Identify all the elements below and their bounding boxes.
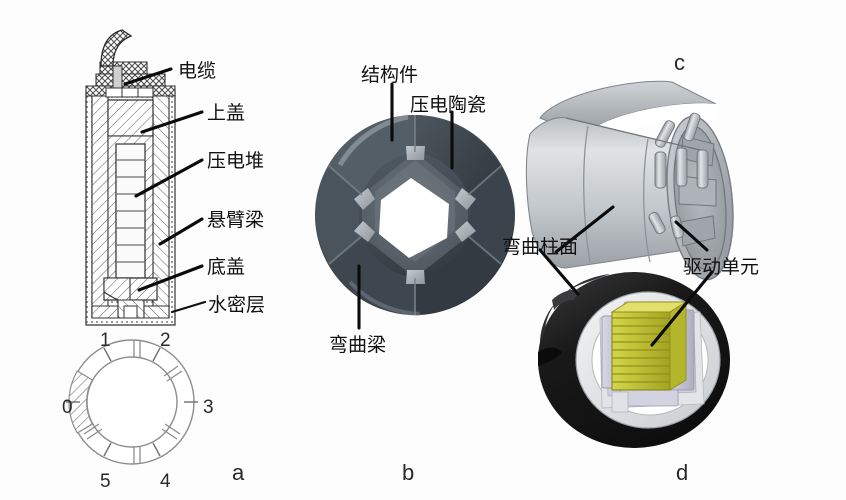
panel-letter-a: a	[232, 460, 245, 485]
ring-segment-number-2: 2	[160, 330, 171, 351]
label-piezo-ceramic: 压电陶瓷	[410, 94, 487, 116]
label-watertight-layer: 水密层	[208, 294, 266, 316]
ring-segment-number-0: 0	[62, 397, 73, 418]
panel-a-segment-ring	[66, 339, 198, 465]
panel-b-leaders	[357, 82, 454, 330]
panel-c-leaders	[554, 205, 709, 254]
label-structural-member: 结构件	[361, 64, 419, 86]
label-drive-unit: 驱动单元	[683, 256, 760, 278]
label-upper-cover: 上盖	[207, 102, 246, 124]
ring-segment-number-3: 3	[203, 397, 214, 418]
panel-b-drawing	[315, 114, 515, 316]
piezo-stack-layers	[115, 143, 146, 279]
panel-a-leaders	[123, 67, 207, 314]
drive-posts	[648, 112, 709, 239]
panel-a-cross-section	[85, 29, 176, 326]
panel-d-leaders	[538, 248, 714, 347]
label-bending-cylinder: 弯曲柱面	[502, 236, 579, 258]
panel-d-drawing	[538, 272, 730, 448]
label-piezo-stack: 压电堆	[207, 150, 265, 172]
panel-letter-b: b	[402, 460, 415, 485]
label-bending-beam: 弯曲梁	[329, 334, 387, 356]
label-cable: 电缆	[178, 60, 217, 82]
ring-segment-number-1: 1	[100, 330, 111, 351]
ring-segment-number-5: 5	[100, 471, 111, 492]
label-bottom-cover: 底盖	[207, 256, 246, 278]
ring-segment-number-4: 4	[160, 471, 171, 492]
panel-letter-d: d	[676, 460, 689, 485]
piezo-stack-yellow	[610, 301, 688, 391]
panel-letter-c: c	[674, 50, 685, 75]
label-cantilever-beam: 悬臂梁	[207, 209, 265, 231]
